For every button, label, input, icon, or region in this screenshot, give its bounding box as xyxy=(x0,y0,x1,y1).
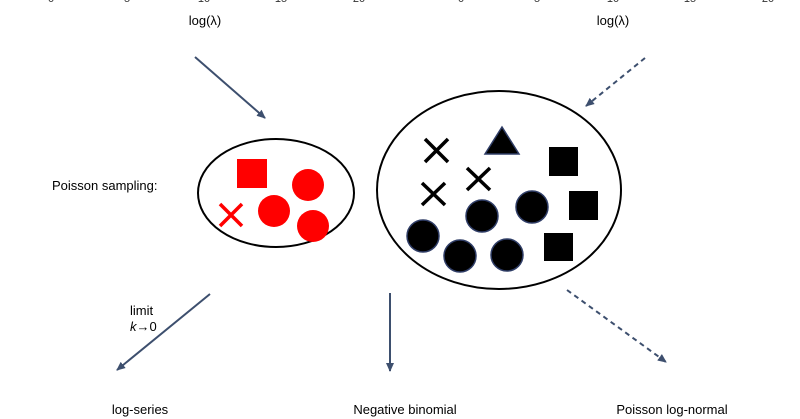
poisson-sampling-label: Poisson sampling: xyxy=(52,178,158,193)
black-circle-icon xyxy=(443,239,477,273)
right-axis-tick-20: 20 xyxy=(762,0,774,5)
black-circle-icon xyxy=(490,238,524,272)
arrow-to-poisson-sample xyxy=(194,56,266,119)
black-cross-icon xyxy=(423,137,450,164)
mixed-sample-ellipse xyxy=(376,90,622,290)
left-axis-tick-0: 0 xyxy=(48,0,54,5)
red-circle-icon xyxy=(292,169,324,201)
limit-annotation: limit k→0 xyxy=(130,303,157,335)
limit-text: limit xyxy=(130,303,154,318)
left-axis-tick-10: 10 xyxy=(198,0,210,5)
left-axis-tick-5: 5 xyxy=(124,0,130,5)
negative-binomial-label: Negative binomial xyxy=(353,402,457,417)
red-circle-icon xyxy=(258,195,290,227)
right-axis-tick-15: 15 xyxy=(684,0,696,5)
left-axis-tick-20: 20 xyxy=(353,0,365,5)
poisson-lognormal-label: Poisson log-normal xyxy=(616,402,728,417)
black-triangle-icon xyxy=(483,125,521,155)
red-cross-icon xyxy=(218,202,244,228)
black-square-icon xyxy=(569,191,598,220)
arrow-to-poisson-lognormal xyxy=(566,289,667,363)
limit-condition: k→0 xyxy=(130,319,157,335)
black-square-icon xyxy=(549,147,578,176)
poisson-sample-ellipse xyxy=(197,138,355,248)
right-axis-label: log(λ) xyxy=(596,13,630,28)
black-circle-icon xyxy=(465,199,499,233)
black-cross-icon xyxy=(465,166,492,192)
black-cross-icon xyxy=(420,181,447,207)
arrow-to-log-series xyxy=(116,293,211,371)
limit-k: k xyxy=(130,319,137,334)
left-axis-tick-15: 15 xyxy=(275,0,287,5)
right-axis-tick-0: 0 xyxy=(458,0,464,5)
arrow-to-mixed-sample xyxy=(585,57,646,107)
limit-to-zero: →0 xyxy=(136,319,157,334)
right-axis-tick-10: 10 xyxy=(607,0,619,5)
black-circle-icon xyxy=(515,190,549,224)
left-axis-label: log(λ) xyxy=(188,13,222,28)
red-circle-icon xyxy=(297,210,329,242)
right-axis-tick-5: 5 xyxy=(534,0,540,5)
black-square-icon xyxy=(544,233,573,261)
black-circle-icon xyxy=(406,219,440,253)
log-series-label: log-series xyxy=(111,402,169,417)
red-square-icon xyxy=(237,159,267,188)
